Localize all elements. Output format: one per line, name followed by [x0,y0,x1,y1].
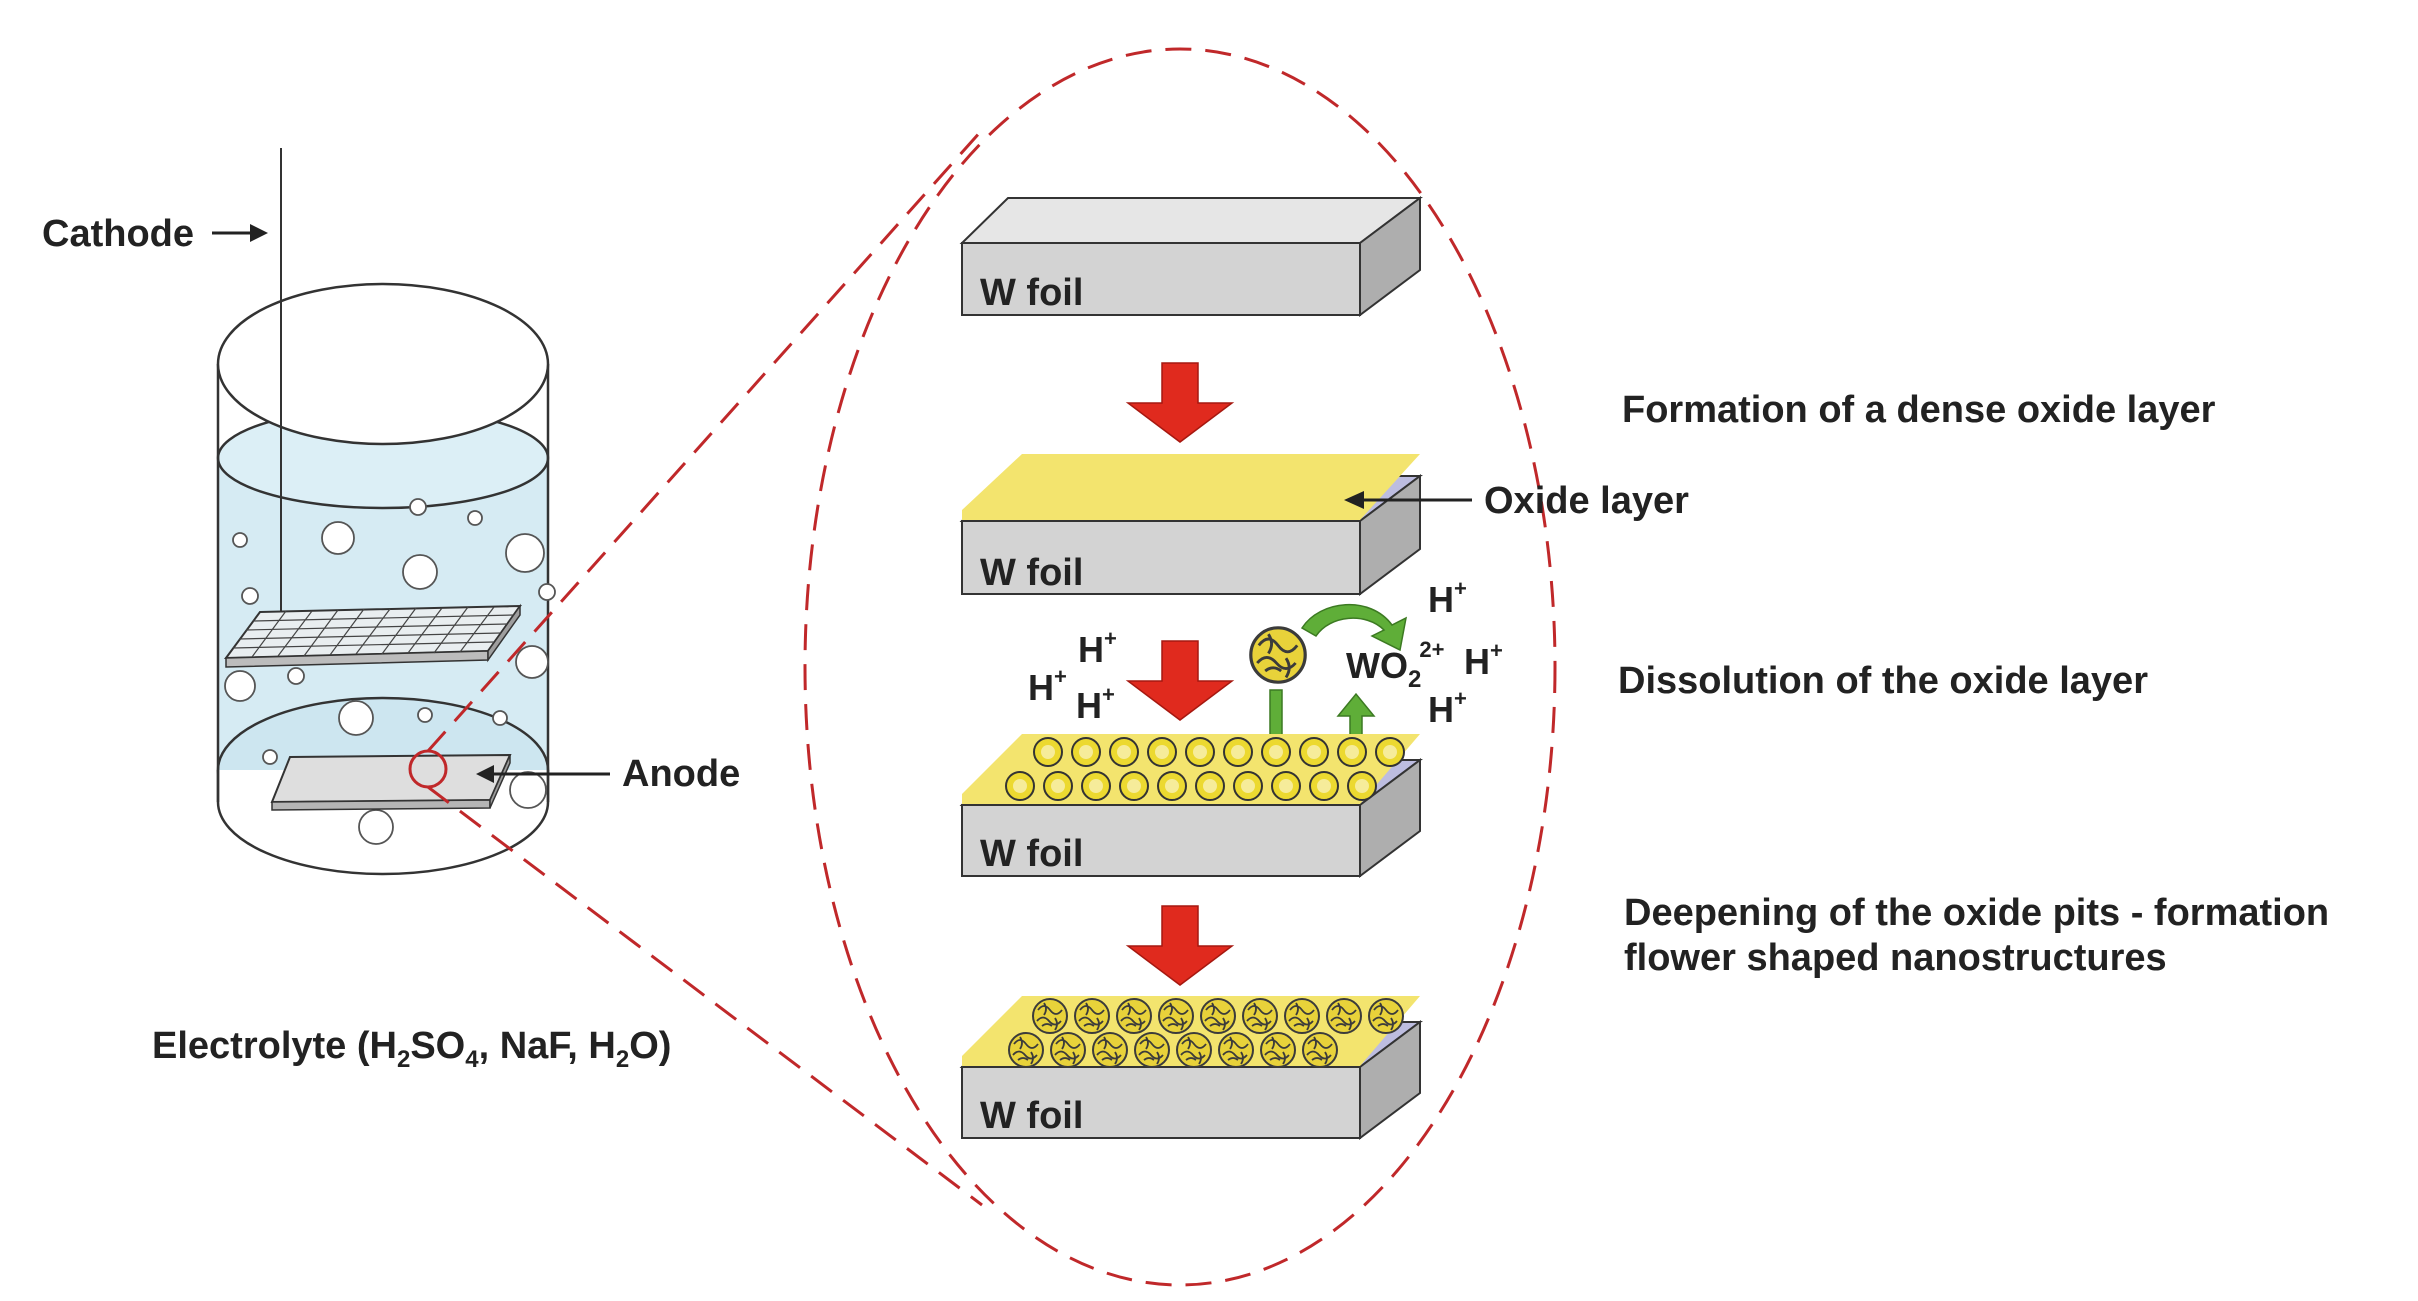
electrochemical-cell [216,148,556,876]
electrolyte-label: Electrolyte (H2SO4, NaF, H2O) [152,1025,671,1073]
step-3-description-line2: flower shaped nanostructures [1624,937,2167,979]
anode-pointer [476,765,610,783]
w-foil-label-2: W foil [980,552,1083,594]
h-ion-4: H+ [1428,576,1467,620]
anode-plate [270,753,512,811]
h-ion-2: H+ [1028,664,1067,708]
zoom-ellipse [803,47,1557,1287]
cathode-mesh [223,603,522,668]
anode-label: Anode [622,753,740,795]
h-ion-5: H+ [1464,638,1503,682]
h-ion-1: H+ [1078,626,1117,670]
cathode-label: Cathode [42,213,194,255]
w-foil-label-4: W foil [980,1095,1083,1137]
h-ion-6: H+ [1428,686,1467,730]
step-2-description: Dissolution of the oxide layer [1618,660,2148,702]
oxide-layer [962,454,1420,520]
cell-top-rim [216,282,550,446]
ion-labels: H+ H+ H+ H+ H+ H+ WO22+ [1028,576,1503,730]
process-arrow-1 [1125,362,1235,443]
h-ion-3: H+ [1076,682,1115,726]
stage-2-oxide-foil: W foil [959,454,1423,596]
cathode-pointer [212,224,268,242]
oxide-layer-pointer [1344,491,1472,509]
zoom-guides [426,47,1557,1287]
process-arrow-3 [1125,905,1235,986]
w-foil-label-3: W foil [980,833,1083,875]
stage-1-w-foil: W foil [959,196,1423,317]
wo2-ion: WO22+ [1346,637,1444,693]
stage-3-pitted-foil: W foil [959,734,1423,878]
process-arrow-2 [1125,640,1235,721]
dissolved-flower [1249,626,1307,684]
oxide-layer-label: Oxide layer [1484,480,1689,522]
stage-4-flower-foil: W foil [959,996,1423,1140]
w-foil-label-1: W foil [980,272,1083,314]
step-1-description: Formation of a dense oxide layer [1622,389,2216,431]
step-3-description-line1: Deepening of the oxide pits - formation [1624,892,2329,934]
